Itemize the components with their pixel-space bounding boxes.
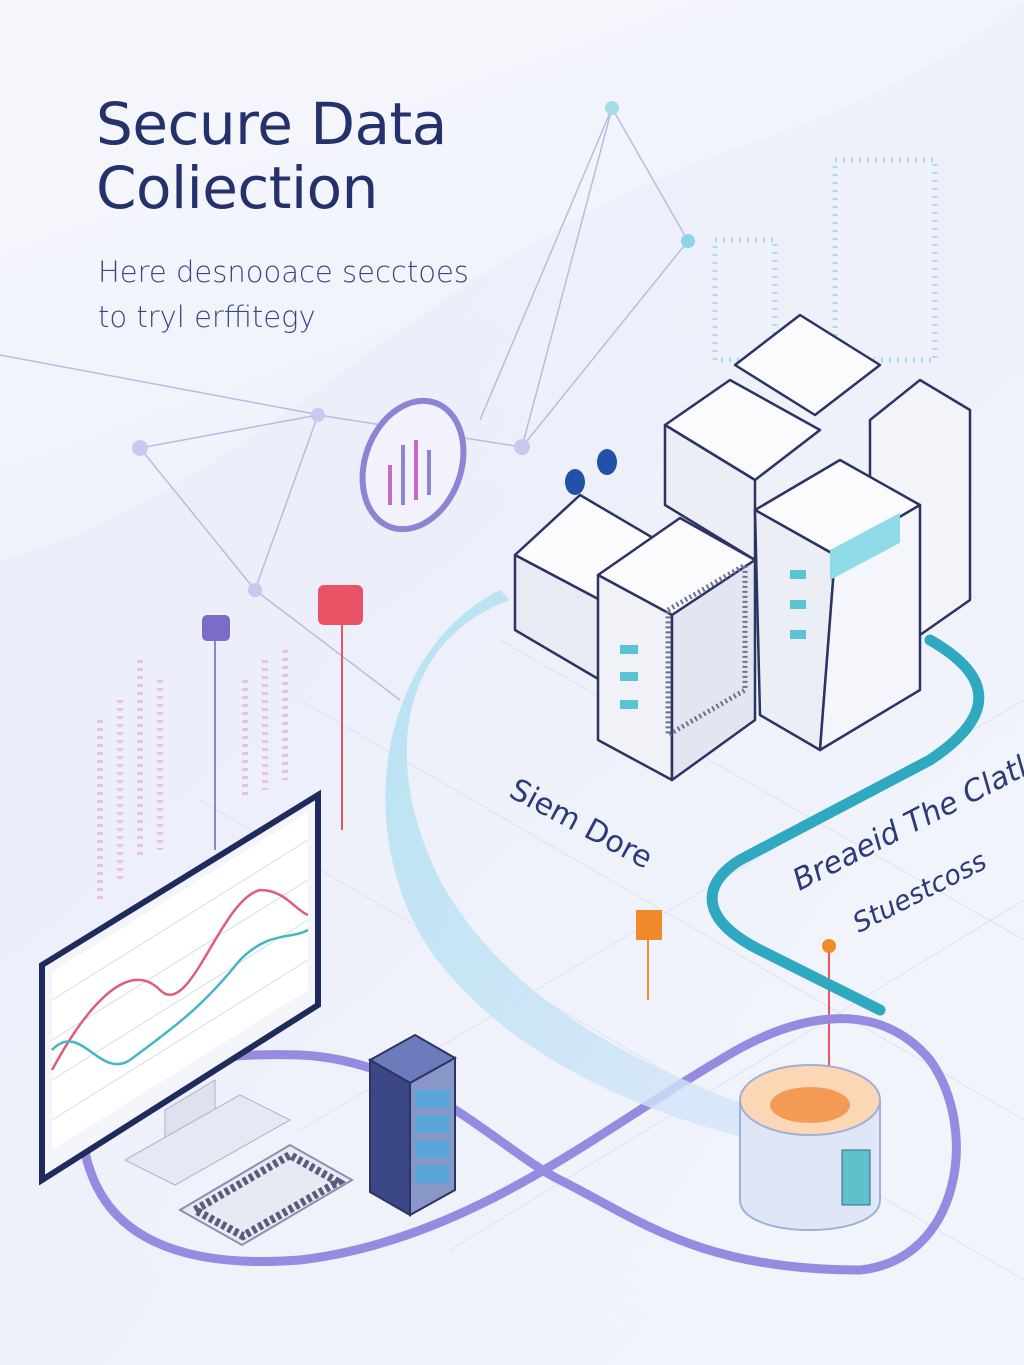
purple-loop-path [80, 1014, 961, 1275]
storage-cylinder [739, 1064, 881, 1231]
server-cluster [513, 313, 972, 782]
network-nodes [132, 101, 695, 597]
subtitle-line-1: Here desnooace secctoes [98, 255, 469, 289]
keyboard [178, 1143, 354, 1247]
title-line-2: Coliection [96, 154, 378, 222]
subtitle: Here desnooace secctoes to tryl erffitegy [98, 250, 469, 340]
desktop-monitor [39, 789, 321, 1186]
data-stream [385, 590, 800, 1150]
teal-data-path [706, 634, 985, 1016]
title-line-1: Secure Data [96, 90, 447, 158]
subtitle-line-2: to tryl erffitegy [98, 300, 316, 334]
chart-badge-icon [359, 397, 467, 533]
server-tower [367, 1033, 458, 1217]
network-lines [0, 107, 689, 701]
pin-markers [202, 585, 836, 1120]
eye-icon [565, 449, 617, 495]
data-glyphs-left [97, 650, 288, 900]
